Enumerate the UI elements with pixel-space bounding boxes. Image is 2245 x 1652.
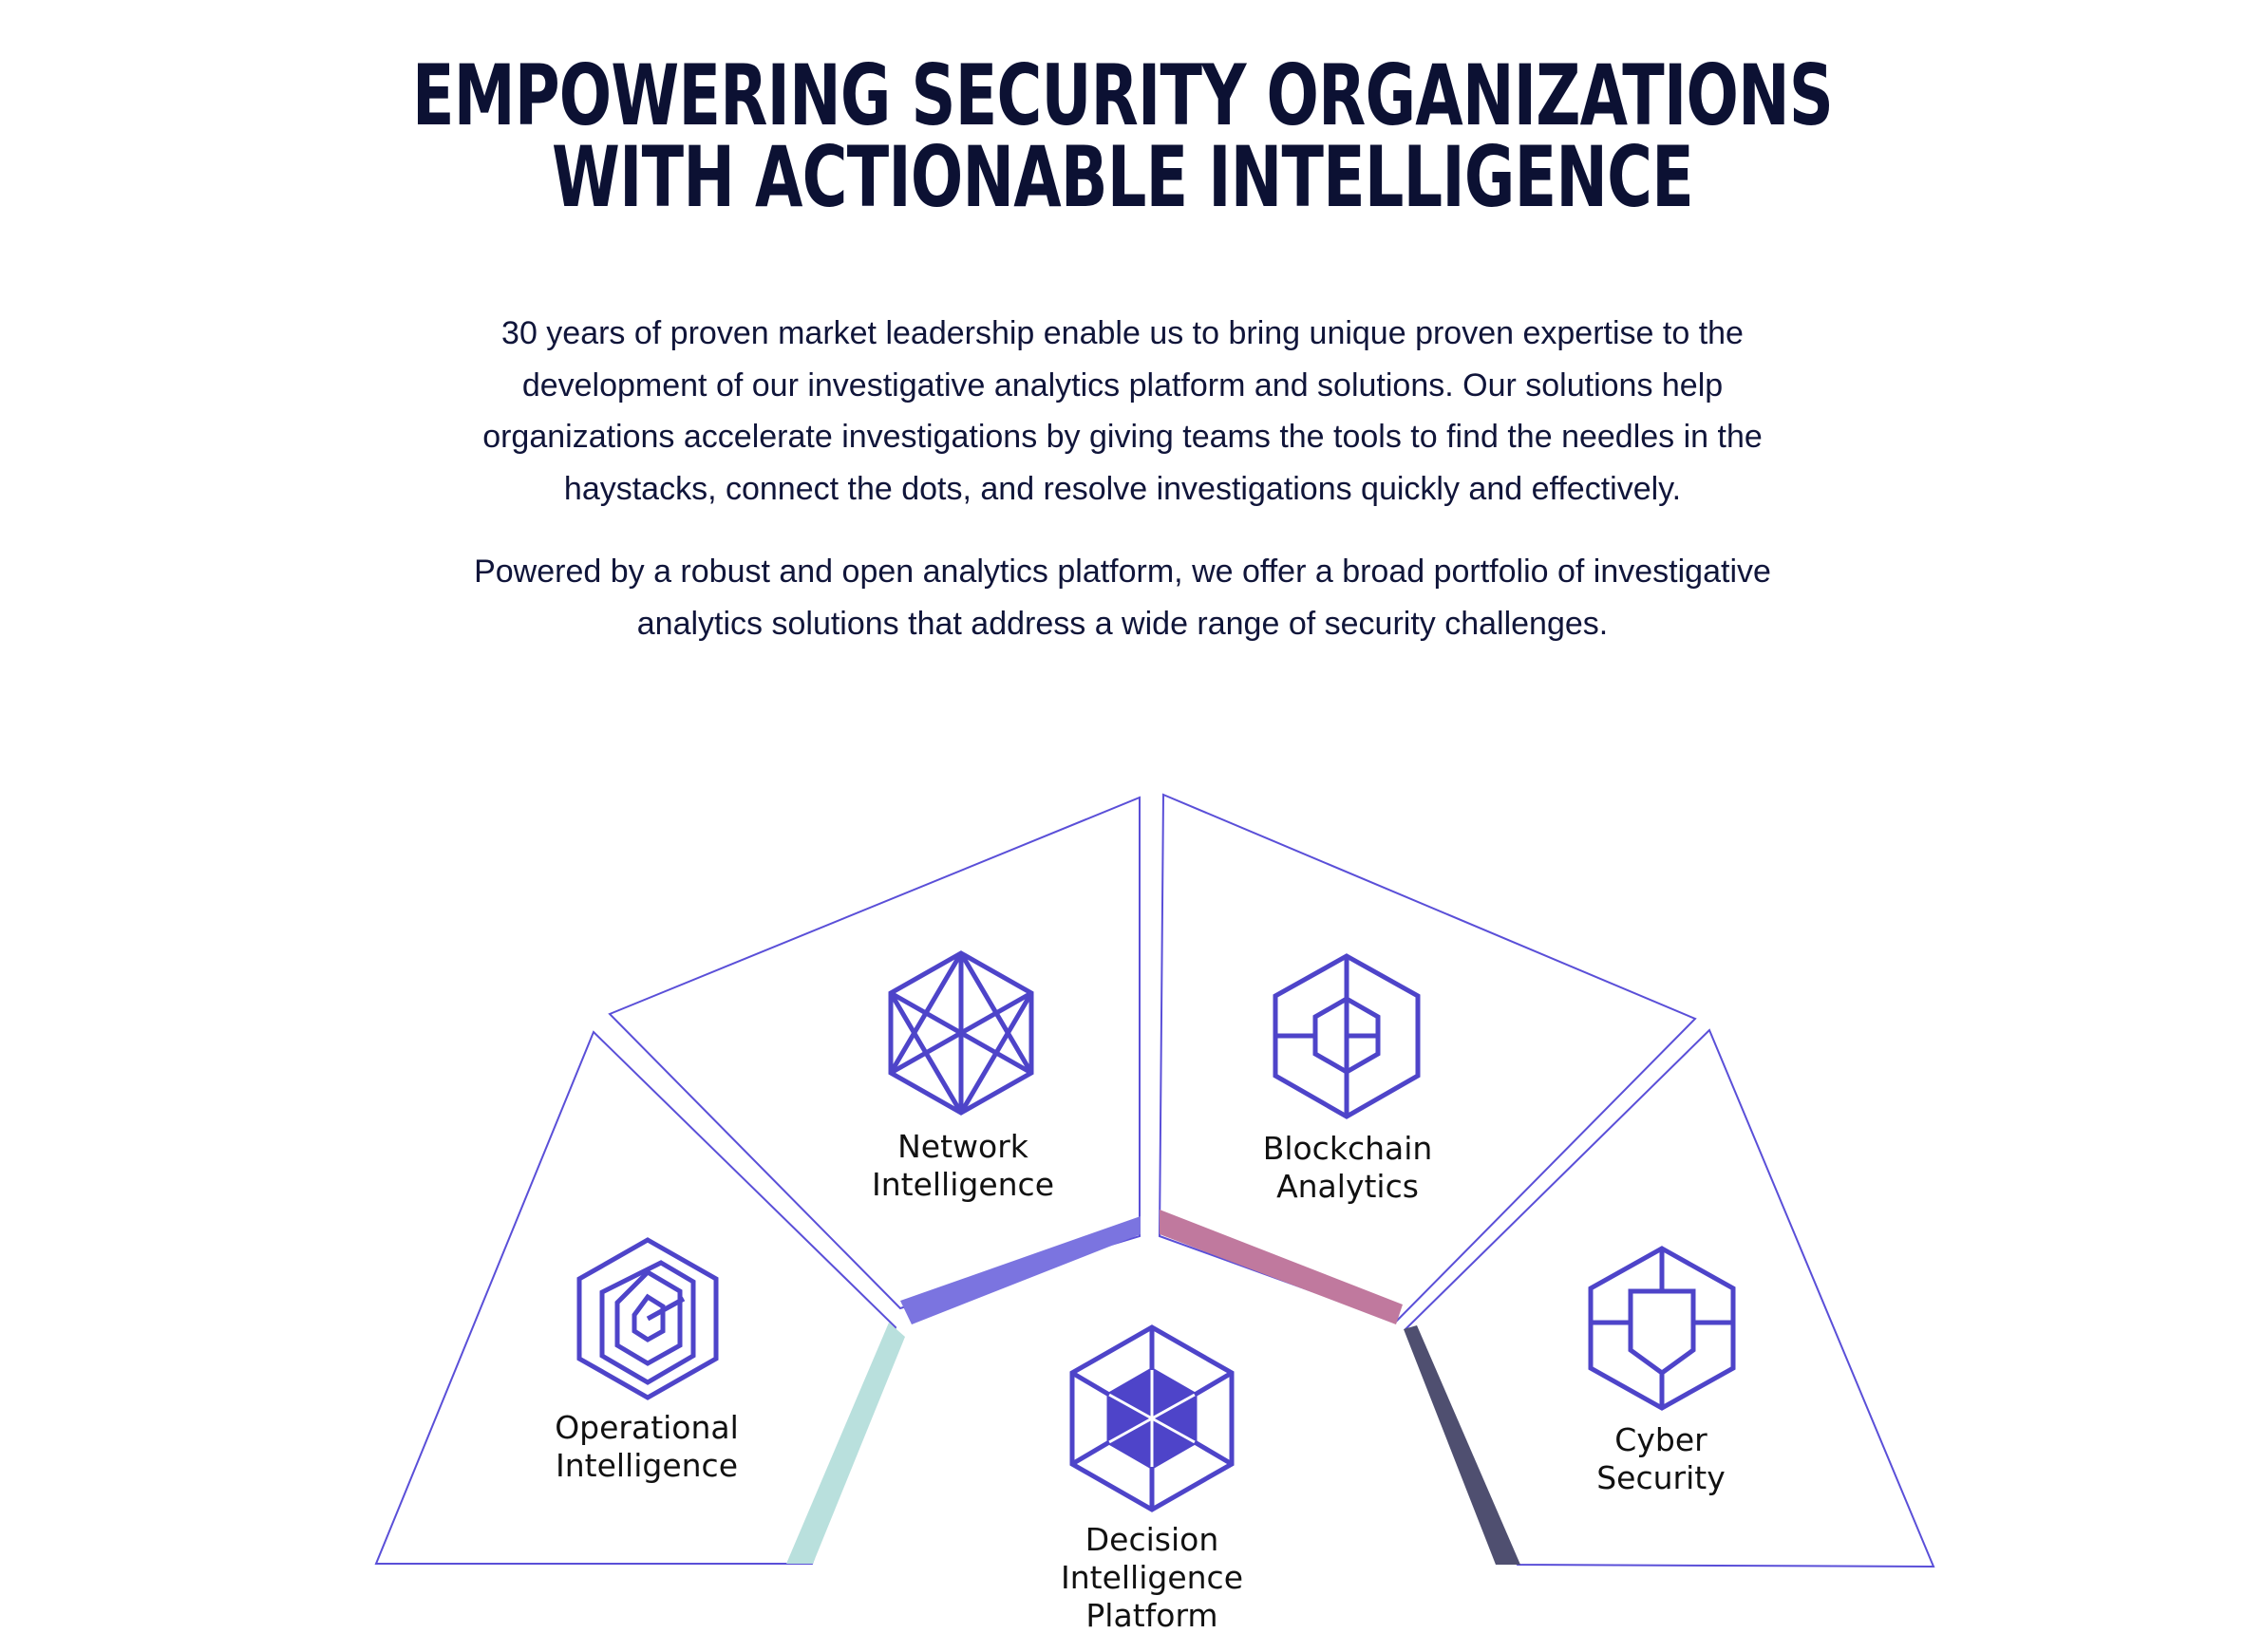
segment-platform-label-line-1: Decision	[1085, 1521, 1219, 1558]
intro-paragraph-2: Powered by a robust and open analytics p…	[474, 554, 1771, 642]
segment-network-label-line-1: Network	[897, 1128, 1029, 1165]
segment-blockchain-label-line-1: Blockchain	[1263, 1130, 1433, 1167]
segment-operational-label-line-2: Intelligence	[556, 1447, 738, 1484]
segment-network-label-line-2: Intelligence	[872, 1166, 1054, 1203]
segment-platform-label-line-2: Intelligence	[1061, 1559, 1243, 1596]
segment-operational-label-line-1: Operational	[555, 1409, 739, 1446]
intro-paragraph-1: 30 years of proven market leadership ena…	[482, 315, 1763, 507]
segment-network-outline	[608, 796, 1141, 1310]
blockchain-hexagon-icon	[1273, 953, 1421, 1119]
segment-cyber-security[interactable]: Cyber Security	[1404, 1028, 1935, 1568]
page-title-line-1: EMPOWERING SECURITY ORGANIZATIONS	[412, 47, 1834, 144]
segment-cyber-label-line-2: Security	[1596, 1459, 1726, 1496]
segment-blockchain-analytics[interactable]: Blockchain Analytics	[1158, 793, 1697, 1324]
concentric-hexagon-icon	[576, 1237, 719, 1400]
segment-operational-intelligence[interactable]: Operational Intelligence	[374, 1030, 905, 1565]
segment-cyber-accent	[1404, 1325, 1520, 1565]
page-title-line-2: WITH ACTIONABLE INTELLIGENCE	[552, 128, 1694, 226]
page-title: EMPOWERING SECURITY ORGANIZATIONS WITH A…	[292, 47, 1953, 226]
platform-hexagon-icon	[1069, 1324, 1235, 1512]
segment-blockchain-label-line-2: Analytics	[1276, 1168, 1419, 1205]
segment-blockchain-accent	[1160, 1210, 1403, 1324]
segment-operational-accent	[786, 1323, 905, 1564]
segment-cyber-label-line-1: Cyber	[1614, 1421, 1707, 1458]
network-hexagon-icon	[888, 950, 1034, 1116]
segment-decision-intelligence-platform[interactable]: Decision Intelligence Platform	[1061, 1324, 1243, 1634]
segment-network-accent	[900, 1216, 1141, 1324]
shield-hexagon-icon	[1588, 1246, 1736, 1411]
segment-network-intelligence[interactable]: Network Intelligence	[608, 796, 1141, 1324]
segment-platform-label-line-3: Platform	[1085, 1597, 1217, 1634]
